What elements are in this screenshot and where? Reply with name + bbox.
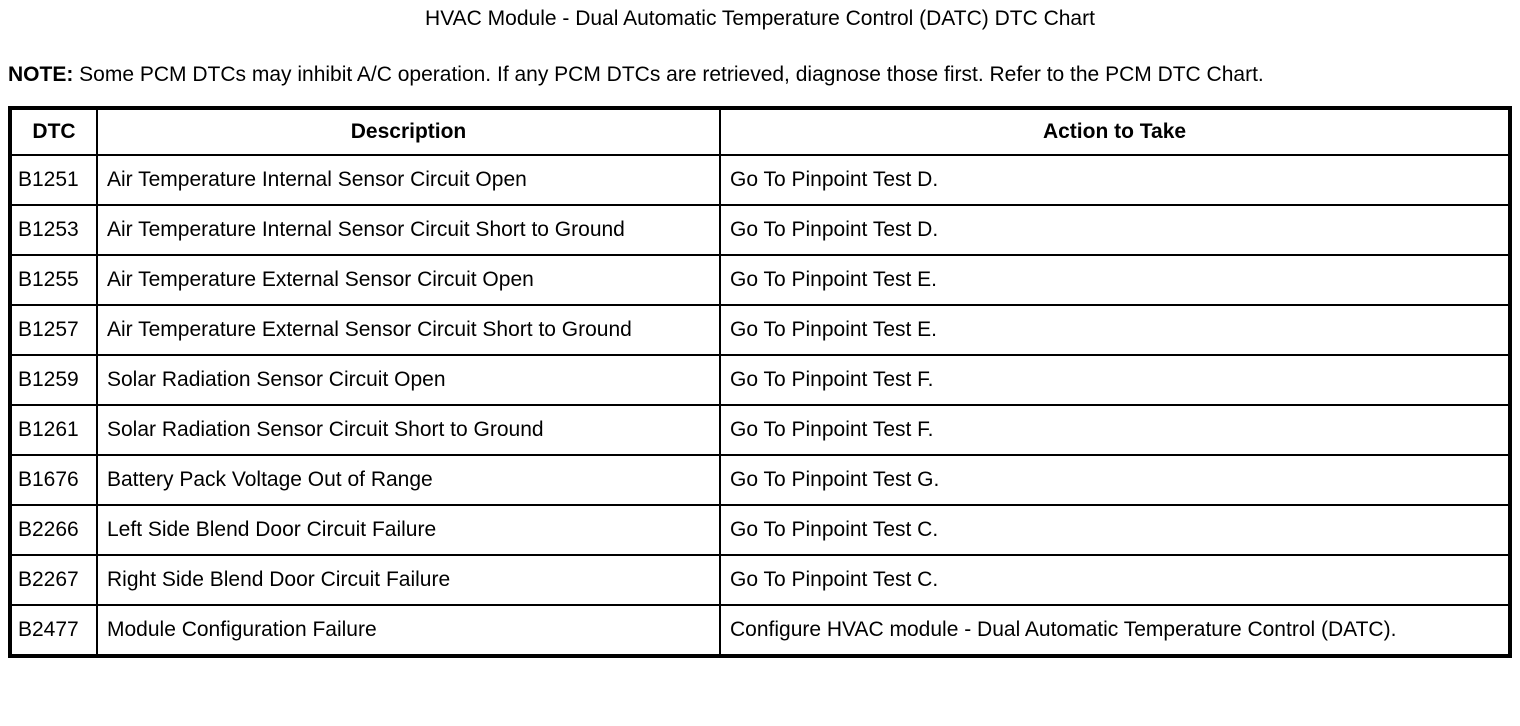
table-row: B1251 Air Temperature Internal Sensor Ci… xyxy=(9,154,1511,206)
table-row: B1261 Solar Radiation Sensor Circuit Sho… xyxy=(9,404,1511,456)
table-row: B1253 Air Temperature Internal Sensor Ci… xyxy=(9,204,1511,256)
dtc-code: B1259 xyxy=(9,354,98,406)
note: NOTE: Some PCM DTCs may inhibit A/C oper… xyxy=(8,62,1512,88)
dtc-description: Left Side Blend Door Circuit Failure xyxy=(107,518,437,541)
table-row: B1676 Battery Pack Voltage Out of Range … xyxy=(9,454,1511,506)
dtc-code: B1253 xyxy=(9,204,98,256)
dtc-description: Module Configuration Failure xyxy=(107,618,377,641)
dtc-action: Go To Pinpoint Test G. xyxy=(730,468,940,491)
dtc-action: Go To Pinpoint Test C. xyxy=(730,518,939,541)
column-header-description: Description xyxy=(96,107,721,156)
dtc-action: Go To Pinpoint Test E. xyxy=(730,318,938,341)
dtc-code: B1261 xyxy=(9,404,98,456)
dtc-code: B2477 xyxy=(9,604,98,657)
dtc-action: Go To Pinpoint Test F. xyxy=(730,368,934,391)
table-row: B2477 Module Configuration Failure Confi… xyxy=(9,604,1511,657)
dtc-action: Go To Pinpoint Test F. xyxy=(730,418,934,441)
dtc-action: Go To Pinpoint Test E. xyxy=(730,268,938,291)
dtc-description: Air Temperature External Sensor Circuit … xyxy=(107,268,534,291)
dtc-code: B1251 xyxy=(9,154,98,206)
dtc-table: DTC Description Action to Take B1251 Air… xyxy=(8,106,1512,658)
table-row: B1257 Air Temperature External Sensor Ci… xyxy=(9,304,1511,356)
dtc-action: Configure HVAC module - Dual Automatic T… xyxy=(730,618,1397,641)
dtc-description: Battery Pack Voltage Out of Range xyxy=(107,468,433,491)
page-title: HVAC Module - Dual Automatic Temperature… xyxy=(425,7,1095,30)
dtc-action: Go To Pinpoint Test D. xyxy=(730,218,939,241)
dtc-code: B1255 xyxy=(9,254,98,306)
table-row: B2267 Right Side Blend Door Circuit Fail… xyxy=(9,554,1511,606)
table-row: B1255 Air Temperature External Sensor Ci… xyxy=(9,254,1511,306)
dtc-description: Air Temperature Internal Sensor Circuit … xyxy=(107,218,625,241)
dtc-description: Solar Radiation Sensor Circuit Short to … xyxy=(107,418,544,441)
dtc-code: B2267 xyxy=(9,554,98,606)
dtc-description: Solar Radiation Sensor Circuit Open xyxy=(107,368,446,391)
dtc-description: Air Temperature Internal Sensor Circuit … xyxy=(107,168,527,191)
column-header-action: Action to Take xyxy=(719,107,1511,156)
dtc-description: Right Side Blend Door Circuit Failure xyxy=(107,568,451,591)
dtc-action: Go To Pinpoint Test C. xyxy=(730,568,939,591)
table-row: B1259 Solar Radiation Sensor Circuit Ope… xyxy=(9,354,1511,406)
column-header-dtc: DTC xyxy=(9,107,98,156)
dtc-description: Air Temperature External Sensor Circuit … xyxy=(107,318,632,341)
dtc-code: B1676 xyxy=(9,454,98,506)
note-label: NOTE: xyxy=(8,63,74,86)
dtc-action: Go To Pinpoint Test D. xyxy=(730,168,939,191)
note-text: Some PCM DTCs may inhibit A/C operation.… xyxy=(73,63,1264,86)
dtc-code: B1257 xyxy=(9,304,98,356)
table-header-row: DTC Description Action to Take xyxy=(9,107,1511,156)
table-row: B2266 Left Side Blend Door Circuit Failu… xyxy=(9,504,1511,556)
dtc-code: B2266 xyxy=(9,504,98,556)
